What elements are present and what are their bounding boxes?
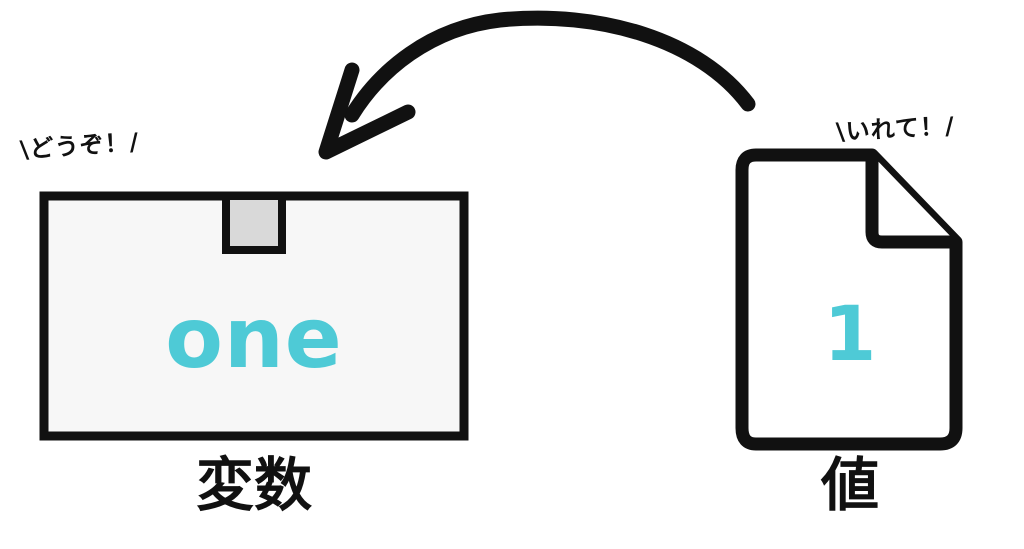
insert-arrow-curve [344, 10, 756, 123]
value-caption: 値 [820, 451, 879, 519]
value-callout: \いれて！/ [835, 111, 956, 146]
variable-box-slot [222, 192, 286, 254]
variable-name: one [165, 289, 343, 387]
insert-arrow-head [318, 62, 416, 160]
value-content: 1 [823, 289, 877, 378]
document-fold [865, 155, 956, 249]
variable-caption: 変数 [195, 451, 312, 519]
